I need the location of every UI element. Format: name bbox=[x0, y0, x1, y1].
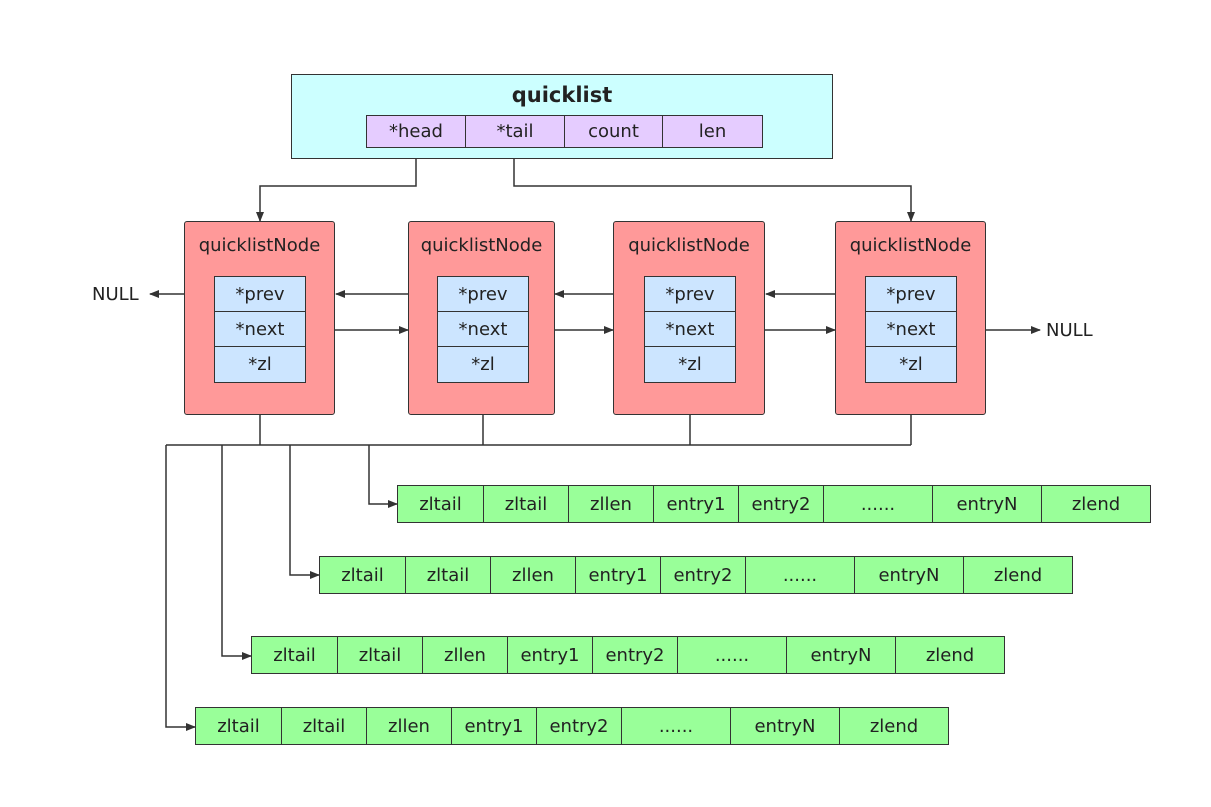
ziplist-cell: entry1 bbox=[507, 636, 593, 674]
ziplist-cell: entry1 bbox=[653, 485, 739, 523]
ziplist-cell: ...... bbox=[745, 556, 855, 594]
ziplist-cell: zlend bbox=[963, 556, 1073, 594]
ziplist-cell: zltail bbox=[281, 707, 367, 745]
quicklist-field-head: *head bbox=[366, 115, 466, 148]
ziplist-cell: zlend bbox=[839, 707, 949, 745]
ziplist-cell: zltail bbox=[483, 485, 569, 523]
ziplist-cell: zlend bbox=[1041, 485, 1151, 523]
ziplist-cell: ...... bbox=[823, 485, 933, 523]
ziplist-cell: entry2 bbox=[592, 636, 678, 674]
ziplist-cell: entry2 bbox=[536, 707, 622, 745]
node-3-zl: *zl bbox=[644, 346, 736, 383]
quicklist-title: quicklist bbox=[511, 83, 613, 107]
quicklist-field-len: len bbox=[662, 115, 763, 148]
node-2-next: *next bbox=[437, 311, 529, 347]
node-2-zl: *zl bbox=[437, 346, 529, 383]
ziplist-cell: ...... bbox=[621, 707, 731, 745]
ziplist-cell: zllen bbox=[366, 707, 452, 745]
ziplist-cell: entry2 bbox=[738, 485, 824, 523]
zl-branch-1 bbox=[368, 445, 398, 508]
ziplist-cell: entryN bbox=[786, 636, 896, 674]
node-2-prev: *prev bbox=[437, 276, 529, 312]
tail-pointer-line bbox=[513, 148, 915, 222]
ziplist-cell: zltail bbox=[251, 636, 338, 674]
node-4-zl: *zl bbox=[865, 346, 957, 383]
ziplist-cell: zltail bbox=[397, 485, 484, 523]
ziplist-cell: entry2 bbox=[660, 556, 746, 594]
node-1-prev: *prev bbox=[214, 276, 306, 312]
ziplist-cell: ...... bbox=[677, 636, 787, 674]
node-title: quicklistNode bbox=[420, 235, 543, 256]
ziplist-cell: entryN bbox=[932, 485, 1042, 523]
zl-branch-2 bbox=[289, 445, 320, 579]
node-3-prev: *prev bbox=[644, 276, 736, 312]
ziplist-cell: zltail bbox=[405, 556, 491, 594]
ziplist-cell: entryN bbox=[730, 707, 840, 745]
ziplist-cell: zltail bbox=[337, 636, 423, 674]
null-label-right: NULL bbox=[1046, 320, 1093, 341]
null-label-left: NULL bbox=[92, 284, 139, 305]
node-1-next: *next bbox=[214, 311, 306, 347]
quicklist-field-count: count bbox=[564, 115, 663, 148]
ziplist-cell: entry1 bbox=[575, 556, 661, 594]
quicklist-field-tail: *tail bbox=[465, 115, 565, 148]
node-title: quicklistNode bbox=[198, 235, 321, 256]
zl-branch-3 bbox=[221, 445, 252, 660]
zl-branch-4 bbox=[165, 445, 196, 731]
head-pointer-line bbox=[256, 148, 417, 222]
ziplist-cell: entryN bbox=[854, 556, 964, 594]
node-title: quicklistNode bbox=[628, 235, 750, 256]
node-4-prev: *prev bbox=[865, 276, 957, 312]
ziplist-cell: zltail bbox=[195, 707, 282, 745]
ziplist-cell: zltail bbox=[319, 556, 406, 594]
ziplist-cell: entry1 bbox=[451, 707, 537, 745]
ziplist-cell: zllen bbox=[422, 636, 508, 674]
node-4-next: *next bbox=[865, 311, 957, 347]
ziplist-cell: zllen bbox=[490, 556, 576, 594]
node-3-next: *next bbox=[644, 311, 736, 347]
node-1-zl: *zl bbox=[214, 346, 306, 383]
node-title: quicklistNode bbox=[849, 235, 972, 256]
ziplist-cell: zllen bbox=[568, 485, 654, 523]
ziplist-cell: zlend bbox=[895, 636, 1005, 674]
